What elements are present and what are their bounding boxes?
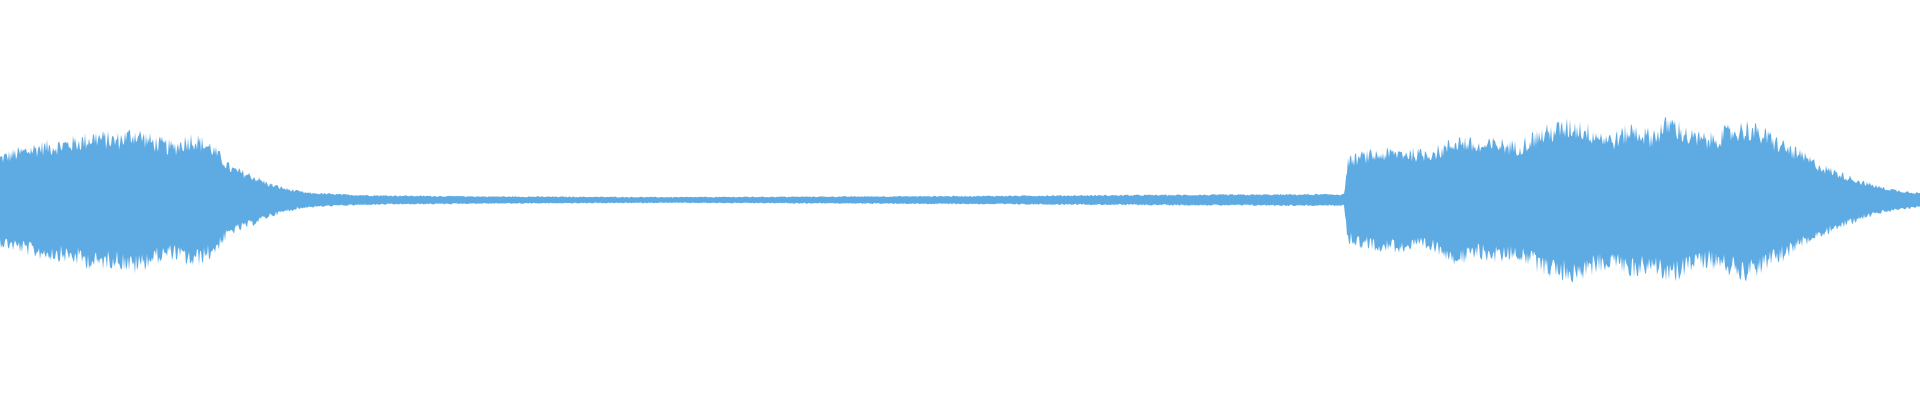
waveform-graphic [0,117,1920,283]
